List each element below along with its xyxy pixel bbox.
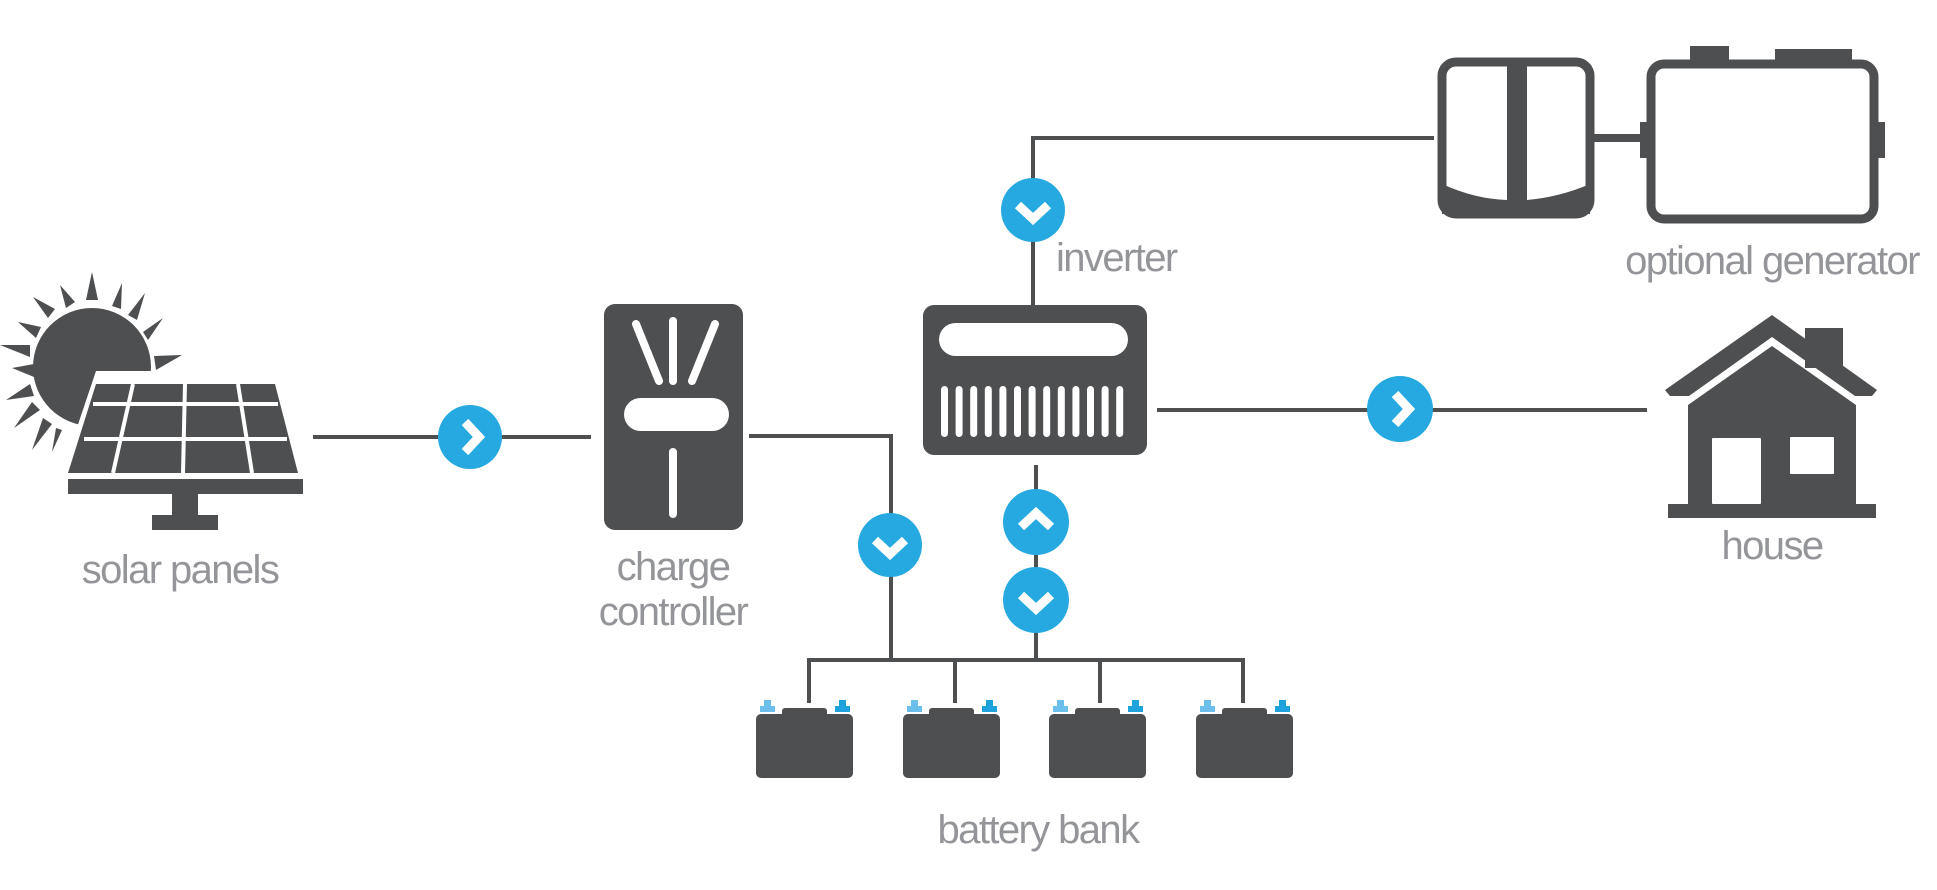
inverter-label: inverter xyxy=(1056,236,1178,280)
house-door xyxy=(1712,438,1761,504)
wire-controller-to-bus xyxy=(749,434,893,660)
flow-arrow-right-icon xyxy=(1367,376,1433,442)
house-icon xyxy=(1665,315,1877,518)
generator-label: optional generator xyxy=(1625,239,1920,283)
battery-icon xyxy=(756,700,853,778)
battery-terminal-positive xyxy=(986,700,993,707)
solar-panels-label: solar panels xyxy=(82,548,279,592)
inverter-vent-slot xyxy=(1028,386,1036,437)
inverter-vent-slot xyxy=(1043,386,1051,437)
battery-icon xyxy=(1196,700,1293,778)
battery-terminal-negative xyxy=(764,700,771,707)
house-roof xyxy=(1665,315,1877,396)
solar-panel-grid xyxy=(84,383,287,474)
inverter-vent-slot xyxy=(955,386,963,437)
inverter-vents xyxy=(941,386,1124,437)
inverter-vent-slot xyxy=(999,386,1007,437)
inverter-vent-slot xyxy=(1072,386,1080,437)
flow-arrow-up-icon xyxy=(1003,489,1069,555)
wire-generator-to-inverter xyxy=(1031,136,1434,305)
inverter-vent-slot xyxy=(941,386,948,437)
flow-arrow-right-icon xyxy=(438,405,502,469)
charge-controller-icon xyxy=(604,304,743,530)
battery-terminal-negative xyxy=(1057,700,1064,707)
flow-arrow-down-icon xyxy=(1001,178,1065,242)
inverter-vent-slot xyxy=(1057,386,1065,437)
battery-terminal-positive xyxy=(839,700,846,707)
charge-controller-label-line1: charge xyxy=(617,545,730,589)
flow-arrow-down-icon xyxy=(858,513,922,577)
battery-icon xyxy=(1049,700,1146,778)
solar-panel-with-sun-icon xyxy=(0,272,310,530)
house-window xyxy=(1790,437,1834,474)
battery-terminal-negative xyxy=(911,700,918,707)
battery-terminal-positive xyxy=(1132,700,1139,707)
panel-stem xyxy=(172,494,198,515)
inverter-vent-slot xyxy=(984,386,992,437)
inverter-vent-slot xyxy=(1101,386,1109,437)
battery-icon xyxy=(903,700,1000,778)
inverter-vent-slot xyxy=(1087,386,1094,437)
inverter-icon xyxy=(923,305,1147,455)
inverter-vent-slot xyxy=(970,386,978,437)
house-label: house xyxy=(1722,524,1823,568)
panel-base xyxy=(68,479,303,494)
flow-indicators xyxy=(438,178,1433,633)
generator-icon xyxy=(1437,46,1885,224)
battery-bank-label: battery bank xyxy=(938,808,1142,852)
battery-bank xyxy=(756,700,1293,778)
panel-foot xyxy=(152,515,218,530)
house-foundation xyxy=(1668,504,1876,518)
inverter-vent-slot xyxy=(1014,386,1021,437)
flow-arrow-down-icon xyxy=(1003,567,1069,633)
battery-terminal-positive xyxy=(1279,700,1286,707)
battery-terminal-negative xyxy=(1204,700,1211,707)
charge-controller-label-line2: controller xyxy=(599,590,749,634)
inverter-vent-slot xyxy=(1116,386,1124,437)
